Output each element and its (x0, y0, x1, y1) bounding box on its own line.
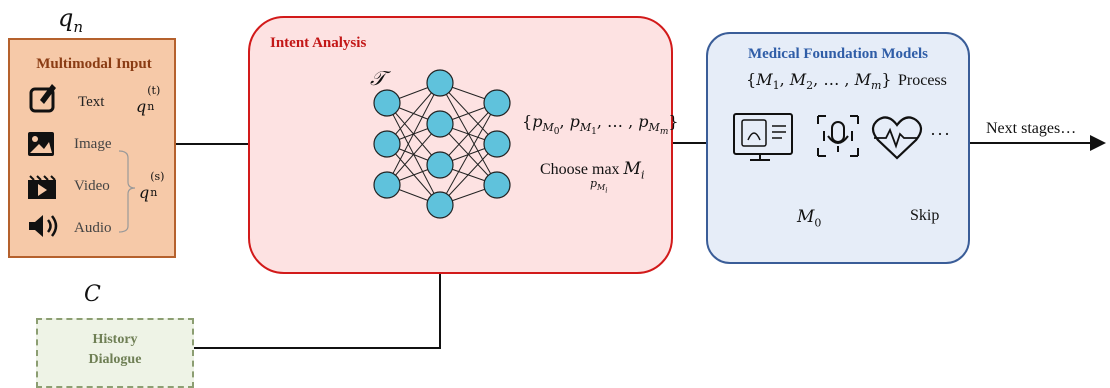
network-neuron (373, 89, 401, 117)
network-neuron (373, 130, 401, 158)
speaker-icon (29, 215, 58, 237)
network-neuron (426, 151, 454, 179)
voice-recorder-icon (817, 115, 859, 157)
choose-max-subscript: pMi (590, 177, 608, 195)
multimodal-input-title: Multimodal Input (36, 56, 152, 72)
network-edge (439, 102, 498, 166)
text-variable: q(t)n (136, 84, 161, 116)
image-icon (28, 132, 54, 156)
network-neuron (426, 110, 454, 138)
network-edge (386, 82, 441, 186)
network-symbol: 𝒯 (370, 66, 386, 90)
network-edge (439, 102, 498, 206)
model-set: {M1, M2, … , Mm} (746, 70, 892, 93)
ultrasound-monitor-icon (733, 113, 793, 161)
network-neuron (483, 130, 511, 158)
edit-icon (29, 84, 56, 113)
more-models-ellipsis: ··· (930, 124, 951, 144)
medical-foundation-models-title: Medical Foundation Models (747, 46, 928, 62)
media-variable: q(s)n (139, 170, 165, 202)
intent-analysis-title: Intent Analysis (270, 35, 367, 51)
heartbeat-icon (871, 116, 923, 160)
choose-max-label: Choose max Mi (540, 159, 645, 182)
context-symbol: C (84, 282, 101, 307)
process-label: Process (898, 72, 947, 89)
skip-label: Skip (910, 207, 940, 224)
history-dialogue-label: History Dialogue (88, 332, 142, 367)
audio-label: Audio (74, 220, 112, 236)
network-neuron (483, 89, 511, 117)
default-model-label: M0 (797, 207, 822, 230)
network-neuron (483, 171, 511, 199)
video-icon (28, 175, 56, 199)
image-label: Image (74, 136, 112, 152)
text-label: Text (78, 94, 105, 110)
next-stages-label: Next stages… (986, 120, 1077, 137)
input-symbol: qn (58, 4, 84, 36)
network-neuron (426, 191, 454, 219)
neural-network (373, 69, 511, 219)
network-neuron (373, 171, 401, 199)
network-neuron (426, 69, 454, 97)
network-edge (439, 143, 498, 206)
probability-set: {pM0, pM1, … , pMm} (522, 112, 679, 138)
video-label: Video (74, 178, 110, 194)
model-icons (733, 113, 923, 161)
intent-analysis-panel (248, 16, 673, 274)
media-bracket (118, 150, 136, 233)
